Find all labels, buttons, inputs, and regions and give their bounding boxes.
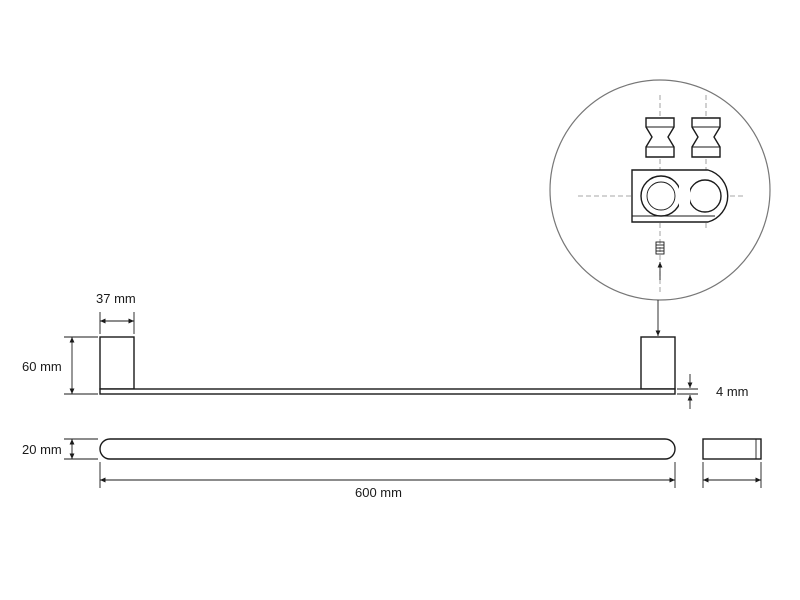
- detail-set-screw: [655, 241, 665, 255]
- detail-bracket-hole-bridge: [679, 186, 690, 206]
- front-view: [99, 336, 676, 395]
- dim-bar-height: 20 mm: [22, 438, 98, 460]
- top-bar: [99, 438, 676, 460]
- side-bracket: [702, 438, 762, 460]
- side-view: [702, 438, 762, 488]
- dim-bar-thickness-label: 4 mm: [716, 384, 749, 399]
- front-bracket-left: [99, 336, 135, 390]
- dim-bar-thickness: 4 mm: [677, 374, 749, 409]
- detail-bracket-hole-small: [688, 179, 722, 213]
- dim-bar-height-label: 20 mm: [22, 442, 62, 457]
- dim-bracket-height: 60 mm: [22, 336, 98, 395]
- detail-bracket-hole-inner: [646, 181, 676, 211]
- dim-bracket-height-label: 60 mm: [22, 359, 62, 374]
- front-bracket-right: [640, 336, 676, 390]
- front-bar: [99, 388, 676, 395]
- dim-bar-length-label: 600 mm: [355, 485, 402, 500]
- dim-bracket-width-label: 37 mm: [96, 291, 136, 306]
- dim-bar-length: 600 mm: [99, 462, 676, 500]
- dim-bracket-width: 37 mm: [96, 291, 136, 334]
- detail-view: [549, 79, 771, 301]
